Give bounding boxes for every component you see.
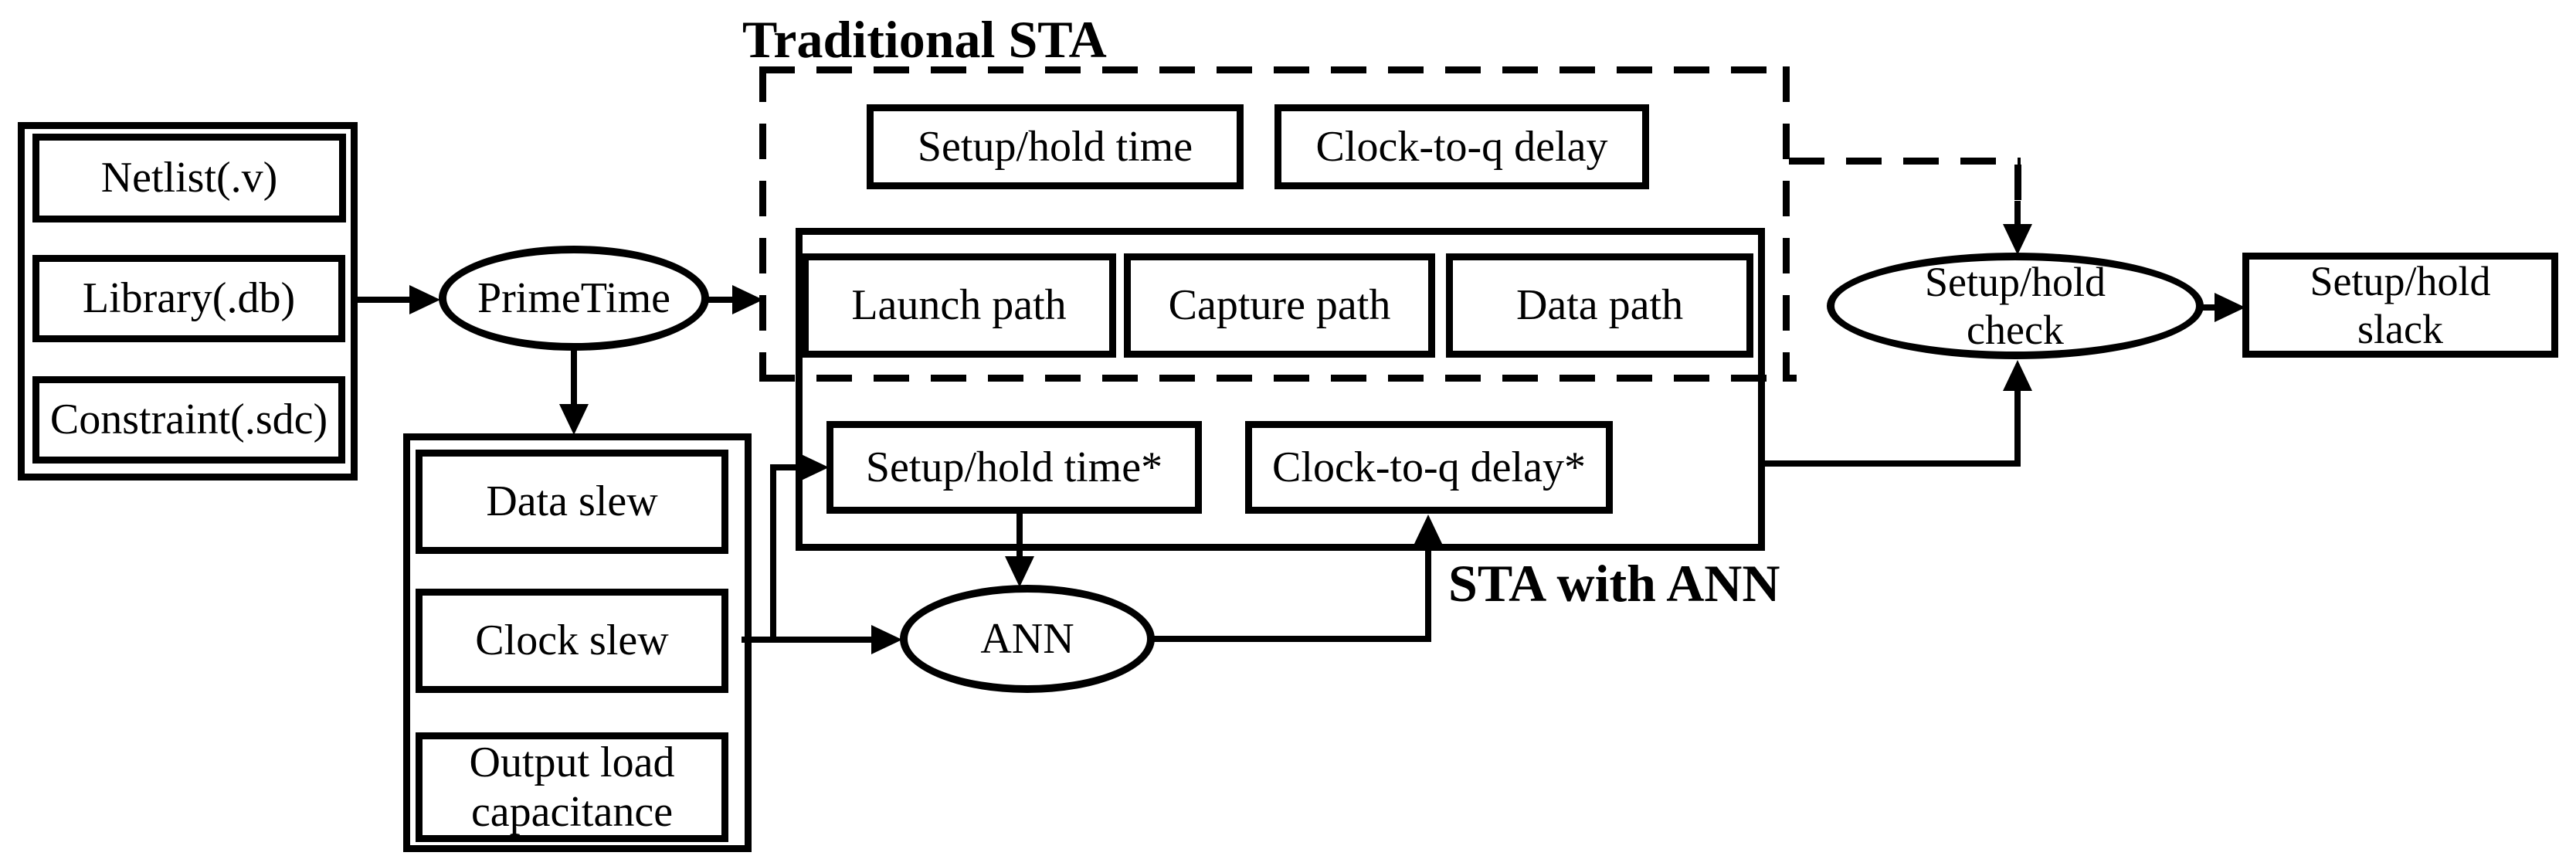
arrow-slew-to-ann-icon <box>871 625 902 654</box>
data-path-label: Data path <box>1515 281 1684 330</box>
clock-to-q-delay-star-label: Clock-to-q delay* <box>1272 443 1586 491</box>
data-path-box: Data path <box>1446 253 1753 358</box>
constraint-box: Constraint(.sdc) <box>32 376 345 464</box>
setup-hold-time-box: Setup/hold time <box>867 104 1244 189</box>
arrow-into-setup-hold-star-icon <box>798 453 829 482</box>
clock-to-q-delay-box: Clock-to-q delay <box>1274 104 1649 189</box>
sta-ann-container <box>796 228 1765 551</box>
line-box-to-check <box>1761 460 2021 467</box>
setup-hold-check-label: Setup/hold check <box>1924 258 2106 353</box>
traditional-sta-dashed-top <box>759 66 1790 73</box>
launch-path-label: Launch path <box>851 281 1067 330</box>
line-setup-hold-star-to-ann <box>1016 510 1023 560</box>
clock-to-q-delay-star-box: Clock-to-q delay* <box>1245 421 1613 514</box>
netlist-box: Netlist(.v) <box>32 134 346 222</box>
setup-hold-check-ellipse: Setup/hold check <box>1827 253 2204 359</box>
setup-hold-time-star-box: Setup/hold time* <box>826 421 1202 514</box>
data-slew-label: Data slew <box>486 477 658 526</box>
setup-hold-slack-box: Setup/hold slack <box>2242 253 2558 358</box>
library-label: Library(.db) <box>82 274 296 323</box>
output-load-label: Output load capacitance <box>469 738 675 836</box>
arrow-into-clock-q-star-icon <box>1414 515 1443 545</box>
clock-slew-box: Clock slew <box>416 589 728 693</box>
line-slew-to-ann <box>742 637 873 643</box>
line-ann-up <box>1425 542 1431 642</box>
constraint-label: Constraint(.sdc) <box>49 396 328 444</box>
ann-ellipse: ANN <box>900 585 1155 693</box>
arrow-inputs-to-primetime-icon <box>409 285 440 314</box>
dashed-connector-horizontal <box>1789 158 2021 165</box>
setup-hold-slack-label: Setup/hold slack <box>2310 257 2491 352</box>
primetime-label: PrimeTime <box>477 273 670 322</box>
launch-path-box: Launch path <box>802 253 1116 358</box>
clock-slew-label: Clock slew <box>475 616 669 665</box>
dashed-connector-vertical <box>2014 165 2021 205</box>
traditional-sta-dashed-bottom <box>759 375 1797 382</box>
traditional-sta-label: Traditional STA <box>742 10 1107 69</box>
arrow-into-ann-top-icon <box>1005 556 1034 587</box>
line-branch-to-setup-hold-star <box>770 464 801 470</box>
traditional-sta-dashed-left <box>759 66 766 382</box>
traditional-sta-dashed-right <box>1783 66 1790 382</box>
library-box: Library(.db) <box>32 255 345 342</box>
line-primetime-to-slew <box>571 348 577 413</box>
line-primetime-to-sta <box>708 297 738 303</box>
ann-label: ANN <box>980 614 1074 663</box>
line-branch-up <box>770 464 776 643</box>
primetime-ellipse: PrimeTime <box>439 246 709 351</box>
sta-with-ann-label: STA with ANN <box>1448 554 1780 613</box>
line-ann-right <box>1151 636 1431 642</box>
setup-hold-time-star-label: Setup/hold time* <box>865 443 1163 491</box>
line-up-to-check <box>2014 388 2021 465</box>
clock-to-q-delay-label: Clock-to-q delay <box>1315 122 1608 171</box>
capture-path-label: Capture path <box>1168 281 1391 330</box>
slew-container <box>403 433 752 852</box>
data-slew-box: Data slew <box>416 450 728 554</box>
arrow-primetime-to-slew-icon <box>559 404 589 435</box>
line-inputs-to-primetime <box>351 297 413 303</box>
setup-hold-time-label: Setup/hold time <box>917 122 1193 171</box>
arrow-into-check-top-icon <box>2003 224 2032 255</box>
dashed-connector-solid-stub <box>2014 201 2021 228</box>
line-check-to-slack <box>2201 304 2221 311</box>
netlist-label: Netlist(.v) <box>100 154 278 202</box>
arrow-check-to-slack-icon <box>2215 293 2245 322</box>
capture-path-box: Capture path <box>1124 253 1435 358</box>
arrow-into-check-bottom-icon <box>2003 360 2032 391</box>
output-load-box: Output load capacitance <box>416 732 728 842</box>
arrow-primetime-to-sta-icon <box>732 285 763 314</box>
